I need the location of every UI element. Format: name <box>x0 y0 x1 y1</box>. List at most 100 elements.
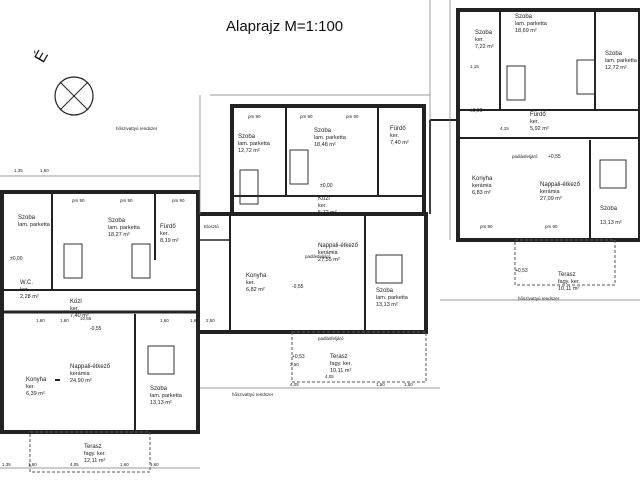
room-name: Szoba <box>475 30 493 36</box>
dimension-label: 1,60 <box>150 462 159 467</box>
room-name: Közl <box>318 196 330 202</box>
level-label: +0,53 <box>515 268 528 274</box>
room-floor: ker. <box>318 203 327 209</box>
note-label: Elosztó <box>204 224 219 229</box>
room-area: 10,11 m² <box>330 368 351 374</box>
dimension-label: 4,05 <box>290 382 299 387</box>
room-name: Nappali-étkező <box>318 243 359 249</box>
dimension-label: 1,60 <box>36 318 45 323</box>
compass-icon <box>54 76 94 116</box>
room-area: 24,90 m² <box>70 378 92 384</box>
level-label: -0,55 <box>292 284 304 290</box>
room-name: Szoba <box>238 134 256 140</box>
room-area: 12,11 m² <box>84 458 105 464</box>
room-name: Szoba <box>108 218 126 224</box>
room-area: 13,13 m² <box>150 400 172 406</box>
dimension-label: 2,50 <box>290 362 299 367</box>
room-name: Szoba <box>376 288 394 294</box>
note-label: padlásfeljáró <box>318 336 344 341</box>
room-name: Terasz <box>330 354 348 360</box>
room-floor: lam. parketta <box>376 295 409 301</box>
room-name: Nappali-étkező <box>540 182 581 188</box>
room-area: 8,19 m² <box>160 238 179 244</box>
dimension-label: 1,35 <box>2 462 11 467</box>
dimension-label: 1,60 <box>40 168 49 173</box>
room-name: Terasz <box>558 272 576 278</box>
room-name: Konyha <box>26 377 47 383</box>
room-area: 10,11 m² <box>558 286 579 292</box>
dimension-lines <box>0 0 640 469</box>
room-area: 13,13 m² <box>376 302 398 308</box>
dimension-label: pm 90 <box>300 114 313 119</box>
dimension-label: 1,60 <box>120 462 129 467</box>
dimension-label: pm 90 <box>172 198 185 203</box>
room-floor: ker. <box>70 306 79 312</box>
room-name: Szoba <box>515 14 533 20</box>
room-name: Szoba <box>605 51 623 57</box>
room-name: Fürdő <box>390 126 406 132</box>
level-label: +0,53 <box>292 354 305 360</box>
room-floor: kerámia <box>70 371 91 377</box>
dimension-label: 1,35 <box>14 168 23 173</box>
dimension-label: 1,50 <box>376 382 385 387</box>
room-name: Konyha <box>472 176 493 182</box>
note-label: hőszivattyú rendszer <box>518 296 560 301</box>
room-area: 12,72 m² <box>238 148 260 154</box>
room-floor: lam. parketta <box>108 225 141 231</box>
room-floor: kerámia <box>540 189 561 195</box>
dimension-label: pm 90 <box>120 198 133 203</box>
room-area: 18,69 m² <box>515 28 537 34</box>
beds <box>63 59 627 375</box>
dimension-label: pm 90 <box>480 224 493 229</box>
room-area: 18,48 m² <box>314 142 336 148</box>
room-floor: lam. parketta <box>150 393 183 399</box>
room-floor: ker. <box>160 231 169 237</box>
dimension-label: 2,50 <box>206 318 215 323</box>
room-floor: lam. parketta <box>238 141 271 147</box>
room-area: 7,40 m² <box>70 313 89 319</box>
room-area: 2,28 m² <box>20 294 39 300</box>
dimension-label: 10,55 <box>80 316 92 321</box>
dimension-label: 1,15 <box>470 64 479 69</box>
terraces <box>29 239 616 473</box>
room-area: 5,72 m² <box>318 210 337 216</box>
dimension-label: pm 90 <box>248 114 261 119</box>
room-area: 27,09 m² <box>540 196 562 202</box>
room-label: W.C.ker.2,28 m² <box>20 280 39 300</box>
level-label: ±0,00 <box>470 108 483 114</box>
drawing-title: Alaprajz M=1:100 <box>226 18 344 35</box>
room-area: 5,92 m² <box>530 126 549 132</box>
room-name: Szoba <box>600 206 618 212</box>
level-label: ±0,00 <box>10 256 23 262</box>
note-label: padlásfeljáró <box>305 254 331 259</box>
room-floor: ker. <box>20 287 29 293</box>
level-label: ±0,00 <box>320 183 333 189</box>
room-name: Terasz <box>84 444 102 450</box>
room-floor: lam. parketta <box>515 21 548 27</box>
room-area: 7,22 m² <box>475 44 494 50</box>
room-floor: lam. parketta <box>605 58 638 64</box>
room-floor: kerámia <box>472 183 493 189</box>
room-area: 18,27 m² <box>108 232 130 238</box>
level-label: +0,55 <box>548 154 561 160</box>
room-name: Nappali-étkező <box>70 364 111 370</box>
